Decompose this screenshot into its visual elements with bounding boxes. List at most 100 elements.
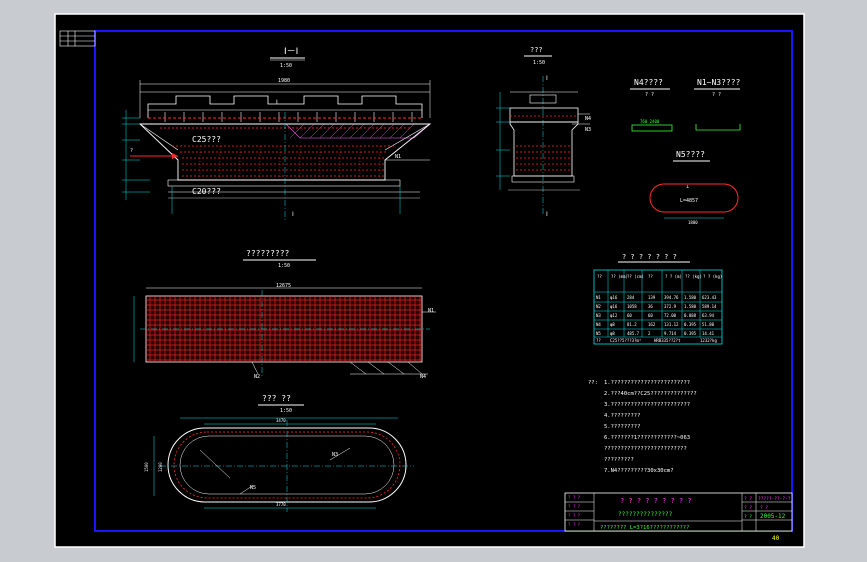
- table-cell: 139: [648, 295, 656, 300]
- svg-text:? ? ?: ? ? ?: [568, 504, 581, 509]
- table-cell: 0.888: [684, 313, 697, 318]
- svg-text:Ⅰ: Ⅰ: [546, 211, 548, 218]
- table-cell: 72.00: [664, 313, 677, 318]
- drawing-subject: ???????????????: [618, 511, 673, 518]
- table-cell: 1.580: [684, 295, 697, 300]
- table-cell: 14.41: [702, 331, 715, 336]
- elevation-c25-label: C25???: [192, 135, 221, 144]
- sheet-number: 40: [772, 535, 780, 542]
- table-cell: 284: [627, 295, 635, 300]
- svg-text:?: ?: [130, 148, 133, 154]
- svg-text:⊥: ⊥: [686, 184, 689, 190]
- table-header-1: ?? (mm): [611, 274, 628, 279]
- table-cell: 81.2: [627, 322, 637, 327]
- n1n3-title: N1~N3????: [697, 78, 741, 87]
- table-total-label: ??: [596, 338, 601, 343]
- n5-title: N5????: [676, 150, 705, 159]
- table-cell: 623.43: [702, 295, 717, 300]
- table-cell: 372.9: [664, 304, 677, 309]
- table-cell: 131.12: [664, 322, 679, 327]
- table-total-concrete: C25??5???3?m³: [610, 338, 641, 343]
- table-cell: 162: [648, 322, 656, 327]
- side-scale: 1:50: [533, 60, 545, 66]
- table-cell: 589.14: [702, 304, 717, 309]
- base-plan-view: ??? ?? 1:50 3470 N3 N5 3770 1500 1200: [144, 394, 414, 512]
- n1n3-scale: ? ?: [712, 92, 721, 98]
- plan-n1-label: N1: [428, 308, 434, 314]
- table-cell: 63.94: [702, 313, 715, 318]
- notes-heading: ??:: [588, 380, 598, 386]
- tb-label: ? ?: [744, 505, 752, 511]
- tb-label: ? ?: [744, 514, 752, 520]
- svg-text:760 2400: 760 2400: [640, 119, 660, 124]
- table-total-weight: 1232?kg: [700, 338, 717, 343]
- bottom-n5-label: N5: [250, 485, 256, 491]
- bottom-dim-h-inner: 1200: [158, 462, 163, 472]
- plan-scale: 1:50: [278, 263, 290, 269]
- table-header-0: ??: [597, 274, 602, 279]
- notes-block: ??: 1.???????????????????????? 2.???40cm…: [588, 380, 697, 474]
- rebar-detail-n1-n3: N1~N3???? ? ?: [694, 78, 741, 131]
- tb-value-drawing-no: ?????-??-?-?: [758, 496, 791, 502]
- rebar-detail-n5: N5???? L=4857 ⊥ 1800: [649, 150, 739, 225]
- note-line: 4.?????????: [604, 413, 640, 419]
- table-cell: 51.80: [702, 322, 715, 327]
- n4-scale: ? ?: [645, 92, 654, 98]
- plan-rebar-view: ????????? 1:50 12675 N1 N2 N4: [133, 249, 436, 380]
- table-cell: 2: [648, 331, 651, 336]
- project-name: ? ? ? ? ? ? ? ? ?: [620, 497, 692, 505]
- table-title: ? ? ? ? ? ? ?: [622, 253, 677, 261]
- plan-dim: 12675: [276, 283, 291, 289]
- table-cell: N1: [596, 295, 601, 300]
- drawing-inner-frame: [94, 30, 793, 532]
- drawing-outer-frame: [54, 13, 805, 548]
- svg-text:? ? ?: ? ? ?: [568, 495, 581, 500]
- elevation-scale: 1:50: [280, 63, 292, 69]
- note-line: 7.N4?????????30x30cm?: [604, 468, 674, 474]
- table-cell: 394.76: [664, 295, 679, 300]
- table-header-2: ?? (cm): [627, 274, 644, 279]
- elevation-view: Ⅰ－Ⅰ 1:50 1980: [122, 47, 432, 222]
- table-cell: 1.580: [684, 304, 697, 309]
- side-title: ???: [530, 46, 543, 54]
- elevation-n1-label: N1: [395, 154, 401, 160]
- n5-width: 1800: [688, 220, 698, 225]
- table-cell: φ12: [610, 313, 618, 318]
- elevation-dim-top: 1980: [278, 78, 290, 84]
- binding-margin-table: [59, 30, 96, 47]
- table-header-4: ? ? (m): [665, 274, 682, 279]
- table-cell: 0.395: [684, 331, 697, 336]
- table-header-3: ??: [648, 274, 653, 279]
- plan-title: ?????????: [246, 249, 290, 258]
- plan-n4-label: N4: [420, 374, 426, 380]
- bottom-dim-h: 1500: [144, 462, 149, 472]
- table-cell: φ16: [610, 295, 618, 300]
- svg-text:Ⅰ: Ⅰ: [546, 75, 548, 82]
- table-cell: N3: [596, 313, 601, 318]
- note-line: 1.????????????????????????: [604, 380, 690, 386]
- table-cell: N2: [596, 304, 601, 309]
- bottom-dim-b: 3770: [276, 502, 286, 507]
- rebar-detail-n4: N4???? ? ? 760 2400: [630, 78, 673, 132]
- table-total-steel: HRB335??2?t: [654, 338, 681, 343]
- svg-text:? ? ?: ? ? ?: [568, 522, 581, 527]
- bottom-dim-a: 3470: [276, 418, 286, 423]
- svg-text:Ⅰ: Ⅰ: [276, 99, 278, 106]
- elevation-title: Ⅰ－Ⅰ: [284, 47, 298, 57]
- n5-dim: L=4857: [680, 198, 698, 204]
- note-line: ?????????????????????????: [604, 446, 687, 452]
- tb-date: 2005-12: [760, 513, 786, 520]
- svg-text:? ? ?: ? ? ?: [568, 513, 581, 518]
- table-cell: φ16: [610, 304, 618, 309]
- note-line: 2.???40cm??C25??????????????: [604, 391, 697, 397]
- bottom-n3-label: N3: [332, 452, 338, 458]
- rebar-quantity-table: ? ? ? ? ? ? ? ?? ?? (mm) ?? (cm) ?? ? ? …: [593, 253, 723, 345]
- n4-title: N4????: [634, 78, 663, 87]
- table-cell: 1058: [627, 304, 637, 309]
- table-cell: N4: [596, 322, 601, 327]
- tb-label: ? ?: [744, 496, 752, 502]
- note-line: ?????????: [604, 457, 634, 463]
- bottom-title: ??? ??: [262, 394, 291, 403]
- title-block: ? ? ? ? ? ? ? ? ? ? ? ? ? ? ? ? ? ? ? ? …: [564, 492, 793, 542]
